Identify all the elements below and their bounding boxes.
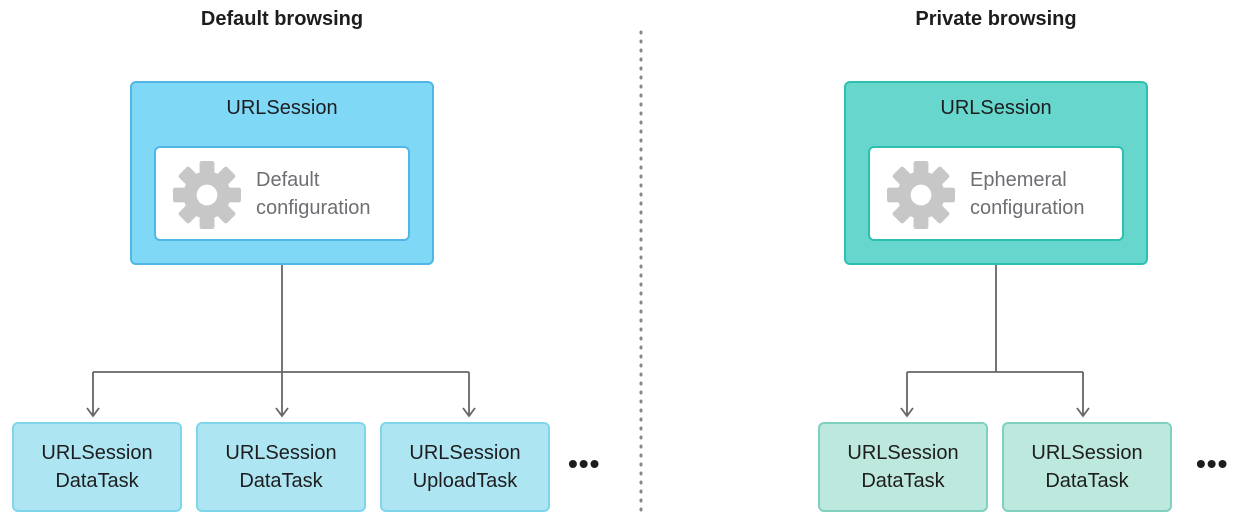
default-configuration-card: Default configuration <box>154 146 410 241</box>
default-config-line1: Default <box>256 169 320 191</box>
task-line2: DataTask <box>55 470 139 492</box>
default-task-1: URLSession DataTask <box>12 422 182 512</box>
private-session-label: URLSession <box>940 97 1052 119</box>
task-line2: DataTask <box>1045 470 1129 492</box>
default-task-3: URLSession UploadTask <box>380 422 550 512</box>
default-session-label: URLSession <box>226 97 338 119</box>
private-config-line2: configuration <box>970 197 1085 219</box>
default-task-2: URLSession DataTask <box>196 422 366 512</box>
task-line2: DataTask <box>861 470 945 492</box>
default-urlsession-box: URLSession Default configuration <box>130 81 434 265</box>
task-line1: URLSession <box>847 442 959 464</box>
default-connectors <box>86 264 476 418</box>
private-task-2: URLSession DataTask <box>1002 422 1172 512</box>
task-line2: UploadTask <box>412 470 518 492</box>
task-line2: DataTask <box>239 470 323 492</box>
private-more-ellipsis: ••• <box>1196 448 1229 479</box>
gear-icon <box>886 160 956 230</box>
default-more-ellipsis: ••• <box>568 448 601 479</box>
task-line1: URLSession <box>225 442 337 464</box>
gear-icon <box>172 160 242 230</box>
task-line1: URLSession <box>41 442 153 464</box>
private-browsing-heading: Private browsing <box>915 8 1077 30</box>
default-browsing-heading: Default browsing <box>200 8 364 30</box>
ephemeral-configuration-card: Ephemeral configuration <box>868 146 1124 241</box>
private-urlsession-box: URLSession Ephemeral configuration <box>844 81 1148 265</box>
default-configuration-text: Default configuration <box>256 166 371 222</box>
task-line1: URLSession <box>409 442 521 464</box>
private-task-1: URLSession DataTask <box>818 422 988 512</box>
private-config-line1: Ephemeral <box>970 169 1067 191</box>
task-line1: URLSession <box>1031 442 1143 464</box>
ephemeral-configuration-text: Ephemeral configuration <box>970 166 1085 222</box>
default-config-line2: configuration <box>256 197 371 219</box>
private-connectors <box>900 264 1090 418</box>
